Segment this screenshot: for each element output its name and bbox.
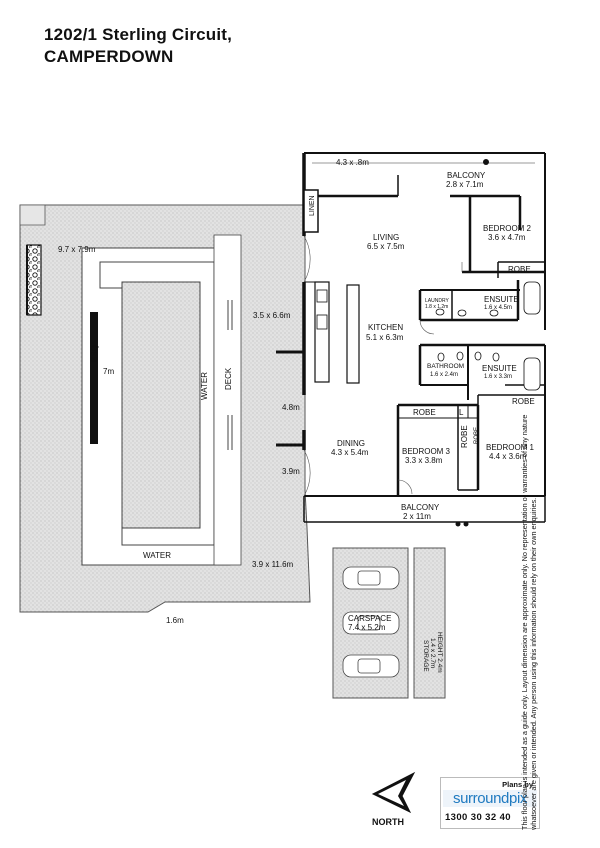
ensuite-b1-name: ENSUITE [482,364,517,373]
kitchen-name: KITCHEN [368,323,403,332]
storage-height: HEIGHT 2.4m [436,632,443,673]
storage-dims: 1.4 x 2.7m [429,638,436,668]
bathroom-dims: 1.6 x 2.4m [430,372,458,378]
bedroom2-name: BEDROOM 2 [483,224,532,233]
kitchen-island [346,284,360,384]
balcony-top-dims: 2.8 x 7.1m [446,180,484,189]
phone-number: 1300 30 32 40 [445,812,511,823]
apartment-walls [302,152,546,523]
robe-b3-label: ROBE [413,408,436,417]
dim-1-6: 1.6m [166,616,184,625]
bbq-dim: 7m [103,367,114,376]
balcony-top-width: 4.3 x .8m [336,158,369,167]
linen-cupboard [303,189,319,233]
plans-by-label: Plans by [502,780,533,789]
terrace-dims: 9.7 x 7.9m [58,245,96,254]
living-dims: 6.5 x 7.5m [367,242,405,251]
robe-b2-label: ROBE [508,265,531,274]
laundry-dims: 1.8 x 1.2m [425,304,448,310]
laundry-label: LAUNDRY [425,298,449,304]
storage-area [413,547,446,699]
disclaimer-text: This floor plan is intended as a guide o… [520,414,538,830]
bedroom3-dims: 3.3 x 3.8m [405,456,443,465]
bedroom1-name: BEDROOM 1 [486,443,535,452]
room-labels: 4.3 x .8m BALCONY 2.8 x 7.1m LINEN LIVIN… [58,158,535,673]
dining-name: DINING [337,439,365,448]
water-horizontal: WATER [143,551,171,560]
ensuite-b1-dims: 1.6 x 3.3m [484,374,512,380]
bbq-counter [90,312,98,444]
door-swings [303,235,463,497]
post-dot [483,159,489,165]
dim-3-9-11-6: 3.9 x 11.6m [252,560,294,569]
water-vertical: WATER [200,372,209,400]
bedroom1-dims: 4.4 x 3.6m [489,452,527,461]
living-name: LIVING [373,233,399,242]
kitchen-dims: 5.1 x 6.3m [366,333,404,342]
ensuite-b2-name: ENSUITE [484,295,519,304]
dining-dims: 4.3 x 5.4m [331,448,369,457]
deck-label: DECK [224,367,233,390]
bedroom2-dims: 3.6 x 4.7m [488,233,526,242]
stone-feature [26,244,42,316]
dim-3-9: 3.9m [282,467,300,476]
deck-dims: 3.5 x 6.6m [253,311,291,320]
kitchen-bench [314,281,330,383]
balcony-bottom-dims: 2 x 11m [403,512,431,521]
car-icon [342,566,400,678]
storage-name: STORAGE [422,640,429,672]
carspace-name: CARSPACE [348,614,391,623]
address-line: 1202/1 Sterling Circuit, [44,25,233,44]
terrace-ledge [19,204,46,226]
surroundpix-logo: Plans by surroundpix 1300 30 32 40 [440,777,540,829]
bedroom3-name: BEDROOM 3 [402,447,451,456]
bbq-label: BBQ [90,345,99,362]
pool [121,281,201,529]
brand-name: surroundpix [443,790,537,807]
carspace-dims: 7.4 x 5.2m [348,623,386,632]
robe-b1-label: ROBE [512,397,535,406]
deck-strip [213,234,242,566]
robe-vertical-2: ROBE [474,427,480,444]
balcony-top-name: BALCONY [447,171,486,180]
dim-4-8: 4.8m [282,403,300,412]
balcony-bottom-name: BALCONY [401,503,440,512]
robe-vertical-1: ROBE [460,425,469,448]
bathroom-fixtures [435,281,541,391]
ensuite-b2-dims: 1.6 x 4.5m [484,305,512,311]
north-label: NORTH [372,817,404,827]
linen-label: LINEN [309,195,316,216]
l-label: L [459,408,464,417]
suburb-line: CAMPERDOWN [44,47,174,66]
bathroom-label: BATHROOM [427,363,464,370]
property-title: 1202/1 Sterling Circuit, CAMPERDOWN [44,24,232,68]
